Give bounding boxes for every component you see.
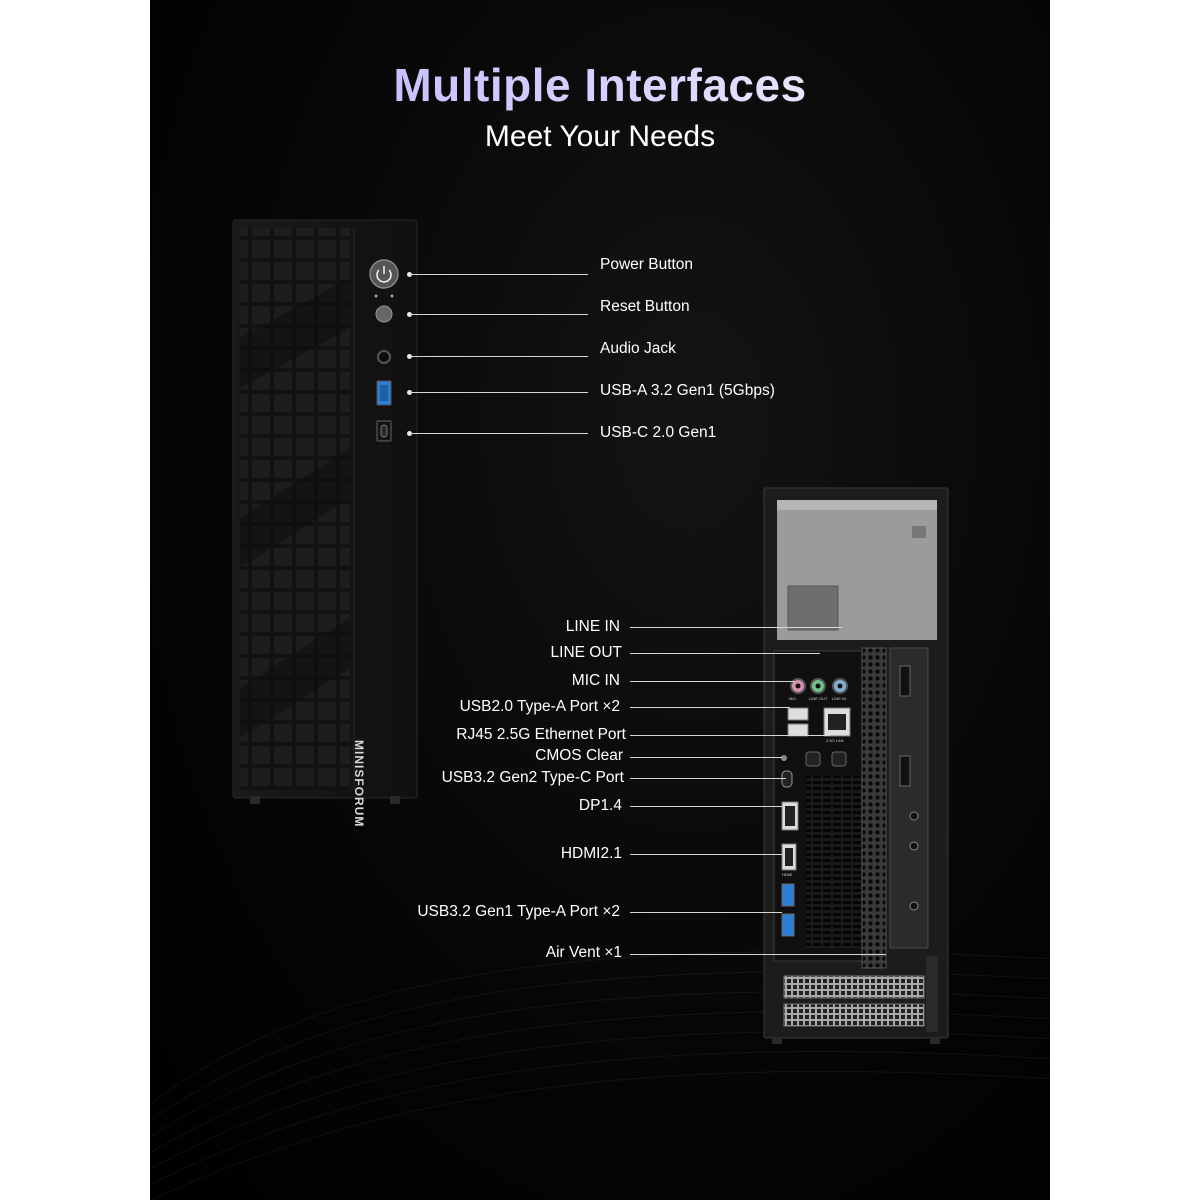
front-label-reset-button: Reset Button xyxy=(600,298,690,315)
rear-label-mic-small: MIC xyxy=(789,696,797,701)
rear-label-rj45: RJ45 2.5G Ethernet Port xyxy=(456,726,626,743)
front-label-audio-jack: Audio Jack xyxy=(600,340,676,357)
rear-label-lineout-small: LINE OUT xyxy=(809,696,828,701)
pc-rear-view xyxy=(763,487,949,1044)
rear-label-cmos: CMOS Clear xyxy=(535,747,623,764)
rear-label-usb2: USB2.0 Type-A Port ×2 xyxy=(459,698,620,715)
front-label-power-button: Power Button xyxy=(600,256,694,273)
rear-label-line-in: LINE IN xyxy=(565,618,620,635)
front-label-usb-c: USB-C 2.0 Gen1 xyxy=(600,424,717,441)
page-title: Multiple Interfaces xyxy=(150,58,1050,112)
rear-label-hdmi: HDMI2.1 xyxy=(560,845,622,862)
rear-label-mic-in: MIC IN xyxy=(571,672,620,689)
rear-label-lan-small: 2.5G LAN xyxy=(826,738,844,743)
rear-label-usb-c: USB3.2 Gen2 Type-C Port xyxy=(441,769,624,786)
rear-label-usb3-a: USB3.2 Gen1 Type-A Port ×2 xyxy=(417,903,620,920)
background-wave xyxy=(150,951,1050,1200)
rear-label-linein-small: LINE IN xyxy=(832,696,847,701)
front-io-cluster xyxy=(369,259,399,442)
rear-label-air-vent: Air Vent ×1 xyxy=(545,944,622,961)
brand-logo: MINISFORUM xyxy=(352,740,366,828)
front-label-usb-a: USB-A 3.2 Gen1 (5Gbps) xyxy=(600,382,775,399)
rear-label-line-out: LINE OUT xyxy=(550,644,622,661)
rear-label-hdmi-small: HDMI xyxy=(782,872,793,877)
rear-label-dp: DP1.4 xyxy=(578,797,622,814)
page-subtitle: Meet Your Needs xyxy=(484,120,716,153)
pc-front-view xyxy=(232,219,418,804)
product-panel: Multiple Interfaces Meet Your Needs MINI… xyxy=(150,0,1050,1200)
